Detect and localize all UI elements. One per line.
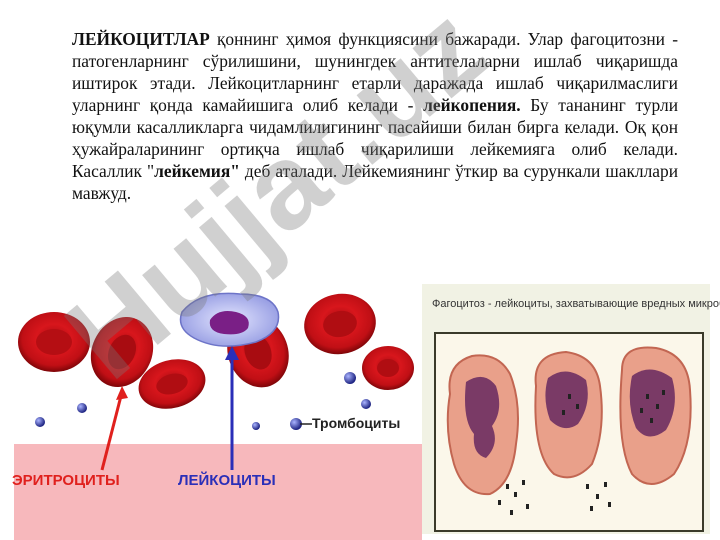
pink-band — [14, 444, 422, 540]
phagocytosis-figure: Фагоцитоз - лейкоциты, захватывающие вре… — [422, 284, 720, 534]
white-blood-cell — [179, 292, 280, 347]
term-leukopenia: лейкопения. — [423, 95, 521, 115]
text-segment-1: қоннинг ҳимоя функциясини бажаради. Улар… — [72, 29, 678, 115]
label-leukocytes: ЛЕЙКОЦИТЫ — [178, 472, 276, 489]
blood-cells-figure — [10, 272, 422, 540]
phagocytosis-illustration — [446, 346, 692, 515]
phagocytosis-caption: Фагоцитоз - лейкоциты, захватывающие вре… — [432, 298, 720, 310]
phagocyte-cells — [446, 346, 692, 496]
label-thrombocytes: Тромбоциты — [312, 415, 401, 431]
body-paragraph: ЛЕЙКОЦИТЛАР қоннинг ҳимоя функциясини ба… — [72, 28, 678, 204]
label-arrows — [100, 346, 239, 471]
microbe-dots — [498, 390, 665, 515]
term-leukemia: лейкемия" — [154, 161, 240, 181]
text-segment-2: Бу тананинг турли юқумли касалликларга ч… — [72, 95, 678, 181]
label-erythrocytes: ЭРИТРОЦИТЫ — [12, 472, 120, 489]
term-leukocytes: ЛЕЙКОЦИТЛАР — [72, 29, 210, 49]
platelets — [35, 372, 371, 430]
phagocytosis-frame — [434, 332, 704, 532]
text-segment-3: деб аталади. Лейкемиянинг ўткир ва сурун… — [72, 161, 679, 203]
blood-cells-illustration — [18, 292, 414, 471]
